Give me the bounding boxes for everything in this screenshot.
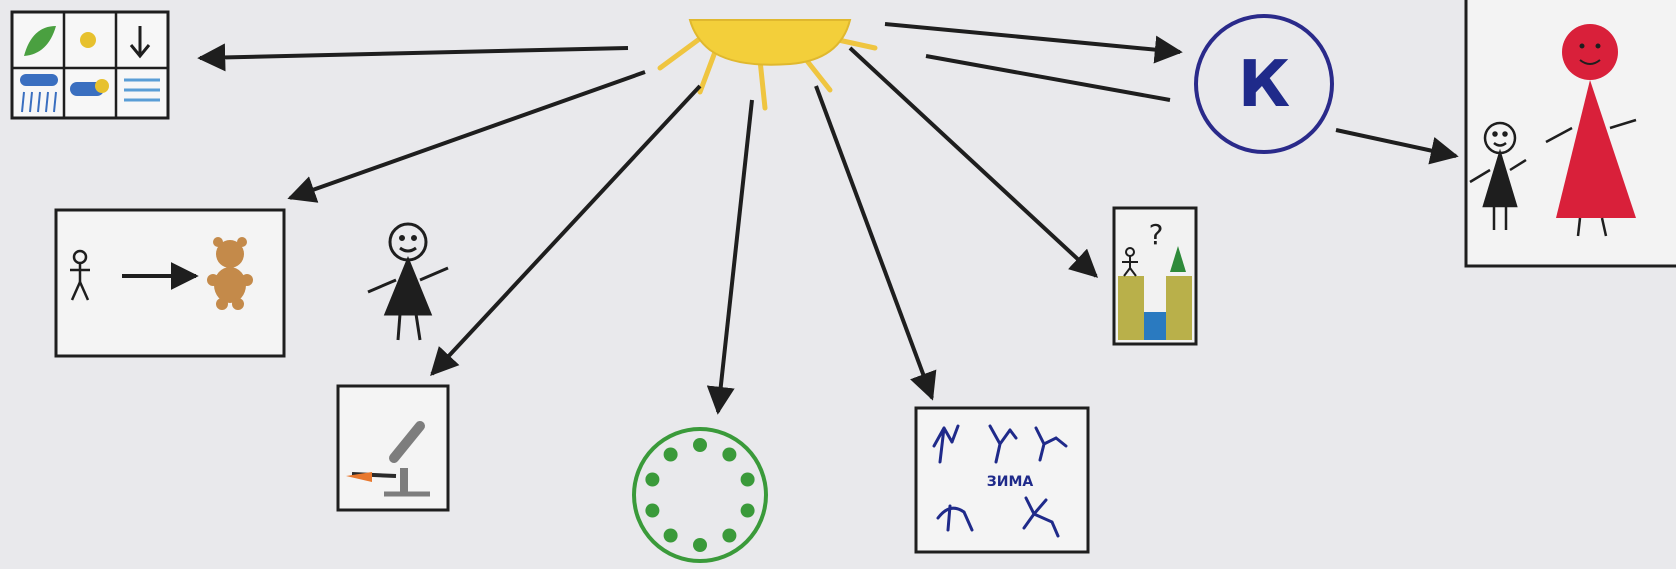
ring-dot (693, 538, 707, 552)
ring-dot (722, 528, 737, 543)
arrow-to-riddle-card (848, 46, 1099, 278)
ring-dot (663, 528, 678, 543)
question-mark: ? (1149, 218, 1164, 251)
arrow-k-to-adult-child (1335, 128, 1459, 165)
adult-and-child-figures-icon (1464, 0, 1676, 268)
microscope-icon (336, 384, 450, 512)
ring-dot (722, 447, 737, 462)
child-arrow-teddy-bear-icon (54, 208, 286, 358)
letter-k-label: К (1238, 48, 1290, 122)
ring-dot (740, 503, 755, 518)
connector-arrows (197, 22, 1459, 415)
bare-branches-icon: ЗИМА (914, 406, 1090, 554)
circle-of-dots-icon (632, 427, 768, 563)
ring-dot (693, 438, 707, 452)
winter-label: ЗИМА (987, 474, 1034, 490)
ring-dot (740, 472, 755, 487)
arrow-to-microscope (430, 84, 702, 377)
arrow-to-child-to-toy (287, 70, 646, 203)
letter-circle-icon: К (1194, 14, 1334, 154)
line-sun-to-k (925, 54, 1171, 102)
ring-dot (645, 472, 660, 487)
ring-dot (663, 447, 678, 462)
arrow-to-letter-k (884, 22, 1183, 64)
arrow-to-circle-dots (706, 99, 754, 415)
arrow-to-weather-grid (197, 43, 629, 72)
weather-symbols-grid-icon (10, 10, 170, 120)
arrow-to-winter-card (814, 85, 937, 401)
stick-figure-girl-icon (367, 222, 449, 341)
person-question-river-icon: ? (1112, 206, 1198, 346)
sun-icon (657, 19, 878, 111)
ring-dot (645, 503, 660, 518)
